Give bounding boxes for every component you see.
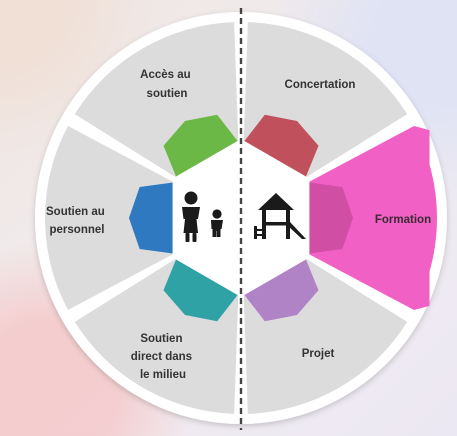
playground-slide-icon — [254, 193, 306, 239]
label-line: Accès au — [140, 69, 191, 81]
segment-label-formation: Formation — [375, 214, 431, 226]
label-line: Formation — [375, 214, 431, 226]
triangle-acces — [163, 114, 239, 178]
segment-formation-extension[interactable] — [414, 125, 430, 311]
segment-label-projet: Projet — [302, 348, 335, 360]
label-line: Soutien au — [46, 206, 105, 218]
segment-label-soutien-personnel: Soutien au personnel — [46, 206, 108, 236]
segment-label-acces: Accès au soutien — [140, 69, 194, 100]
label-line: soutien — [147, 88, 188, 100]
label-line: le milieu — [140, 369, 186, 381]
label-line: personnel — [50, 224, 105, 236]
triangle-projet — [243, 258, 319, 322]
label-line: direct dans — [131, 351, 192, 363]
color-triangles — [129, 114, 353, 322]
adult-and-child-icon — [182, 191, 223, 242]
label-line: Projet — [302, 348, 335, 360]
label-line: Soutien — [140, 333, 182, 345]
triangle-soutien-personnel — [129, 182, 174, 254]
triangle-soutien-direct — [163, 258, 239, 322]
segment-label-concertation: Concertation — [285, 79, 356, 91]
segment-label-soutien-direct: Soutien direct dans le milieu — [131, 333, 196, 381]
segment-labels: Accès au soutien Concertation Formation … — [46, 69, 431, 381]
triangle-formation — [308, 182, 353, 254]
triangle-concertation — [243, 114, 319, 178]
label-line: Concertation — [285, 79, 356, 91]
highlight-extension — [414, 125, 430, 311]
